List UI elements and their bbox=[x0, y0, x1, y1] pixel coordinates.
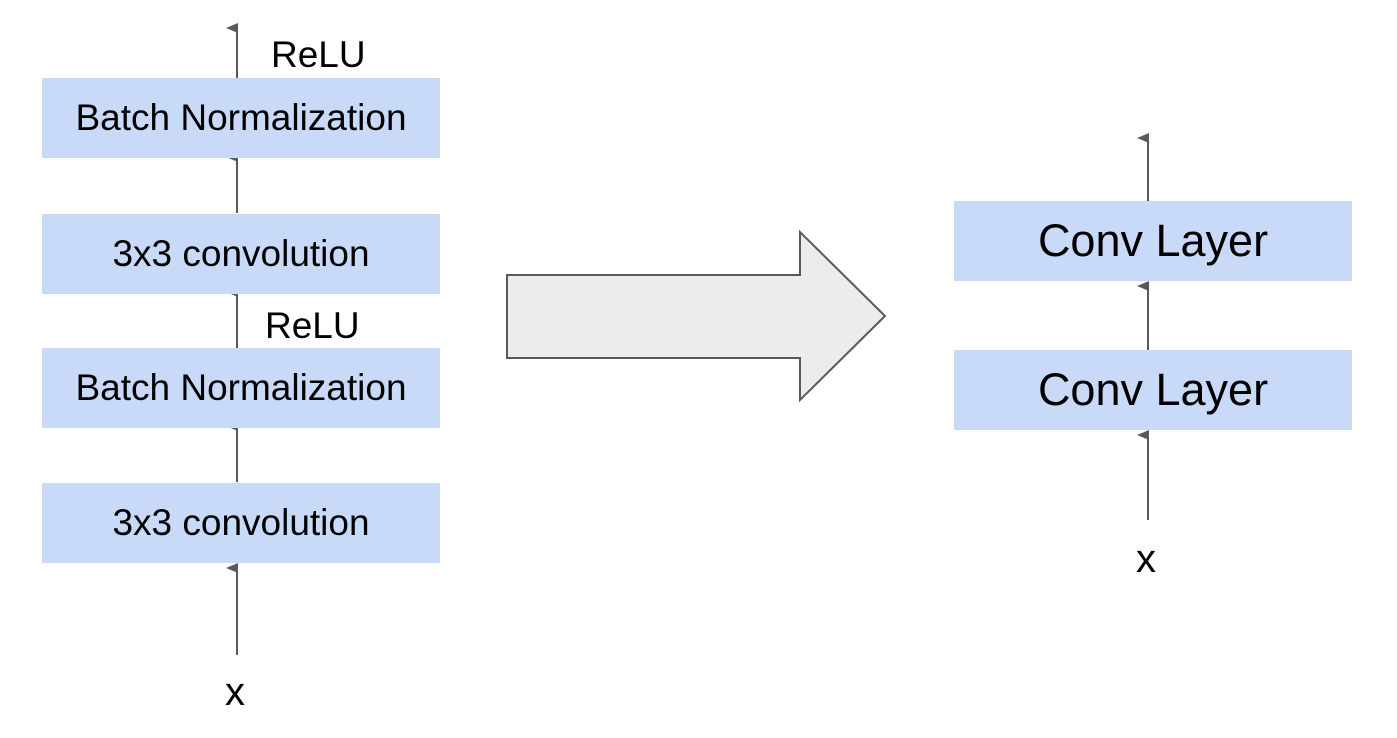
left-input-label: x bbox=[225, 670, 245, 714]
transform-arrow bbox=[506, 229, 887, 403]
left-relu-middle-label: ReLU bbox=[265, 305, 360, 346]
left-relu-top-label: ReLU bbox=[271, 34, 366, 75]
left-block-conv-upper: 3x3 convolution bbox=[42, 214, 440, 294]
right-block-conv-layer-bottom: Conv Layer bbox=[954, 350, 1352, 430]
right-input-label: x bbox=[1136, 537, 1156, 581]
left-block-batch-norm-top: Batch Normalization bbox=[42, 78, 440, 158]
right-block-conv-layer-top: Conv Layer bbox=[954, 201, 1352, 281]
left-block-batch-norm-bottom: Batch Normalization bbox=[42, 348, 440, 428]
left-block-conv-lower: 3x3 convolution bbox=[42, 483, 440, 563]
